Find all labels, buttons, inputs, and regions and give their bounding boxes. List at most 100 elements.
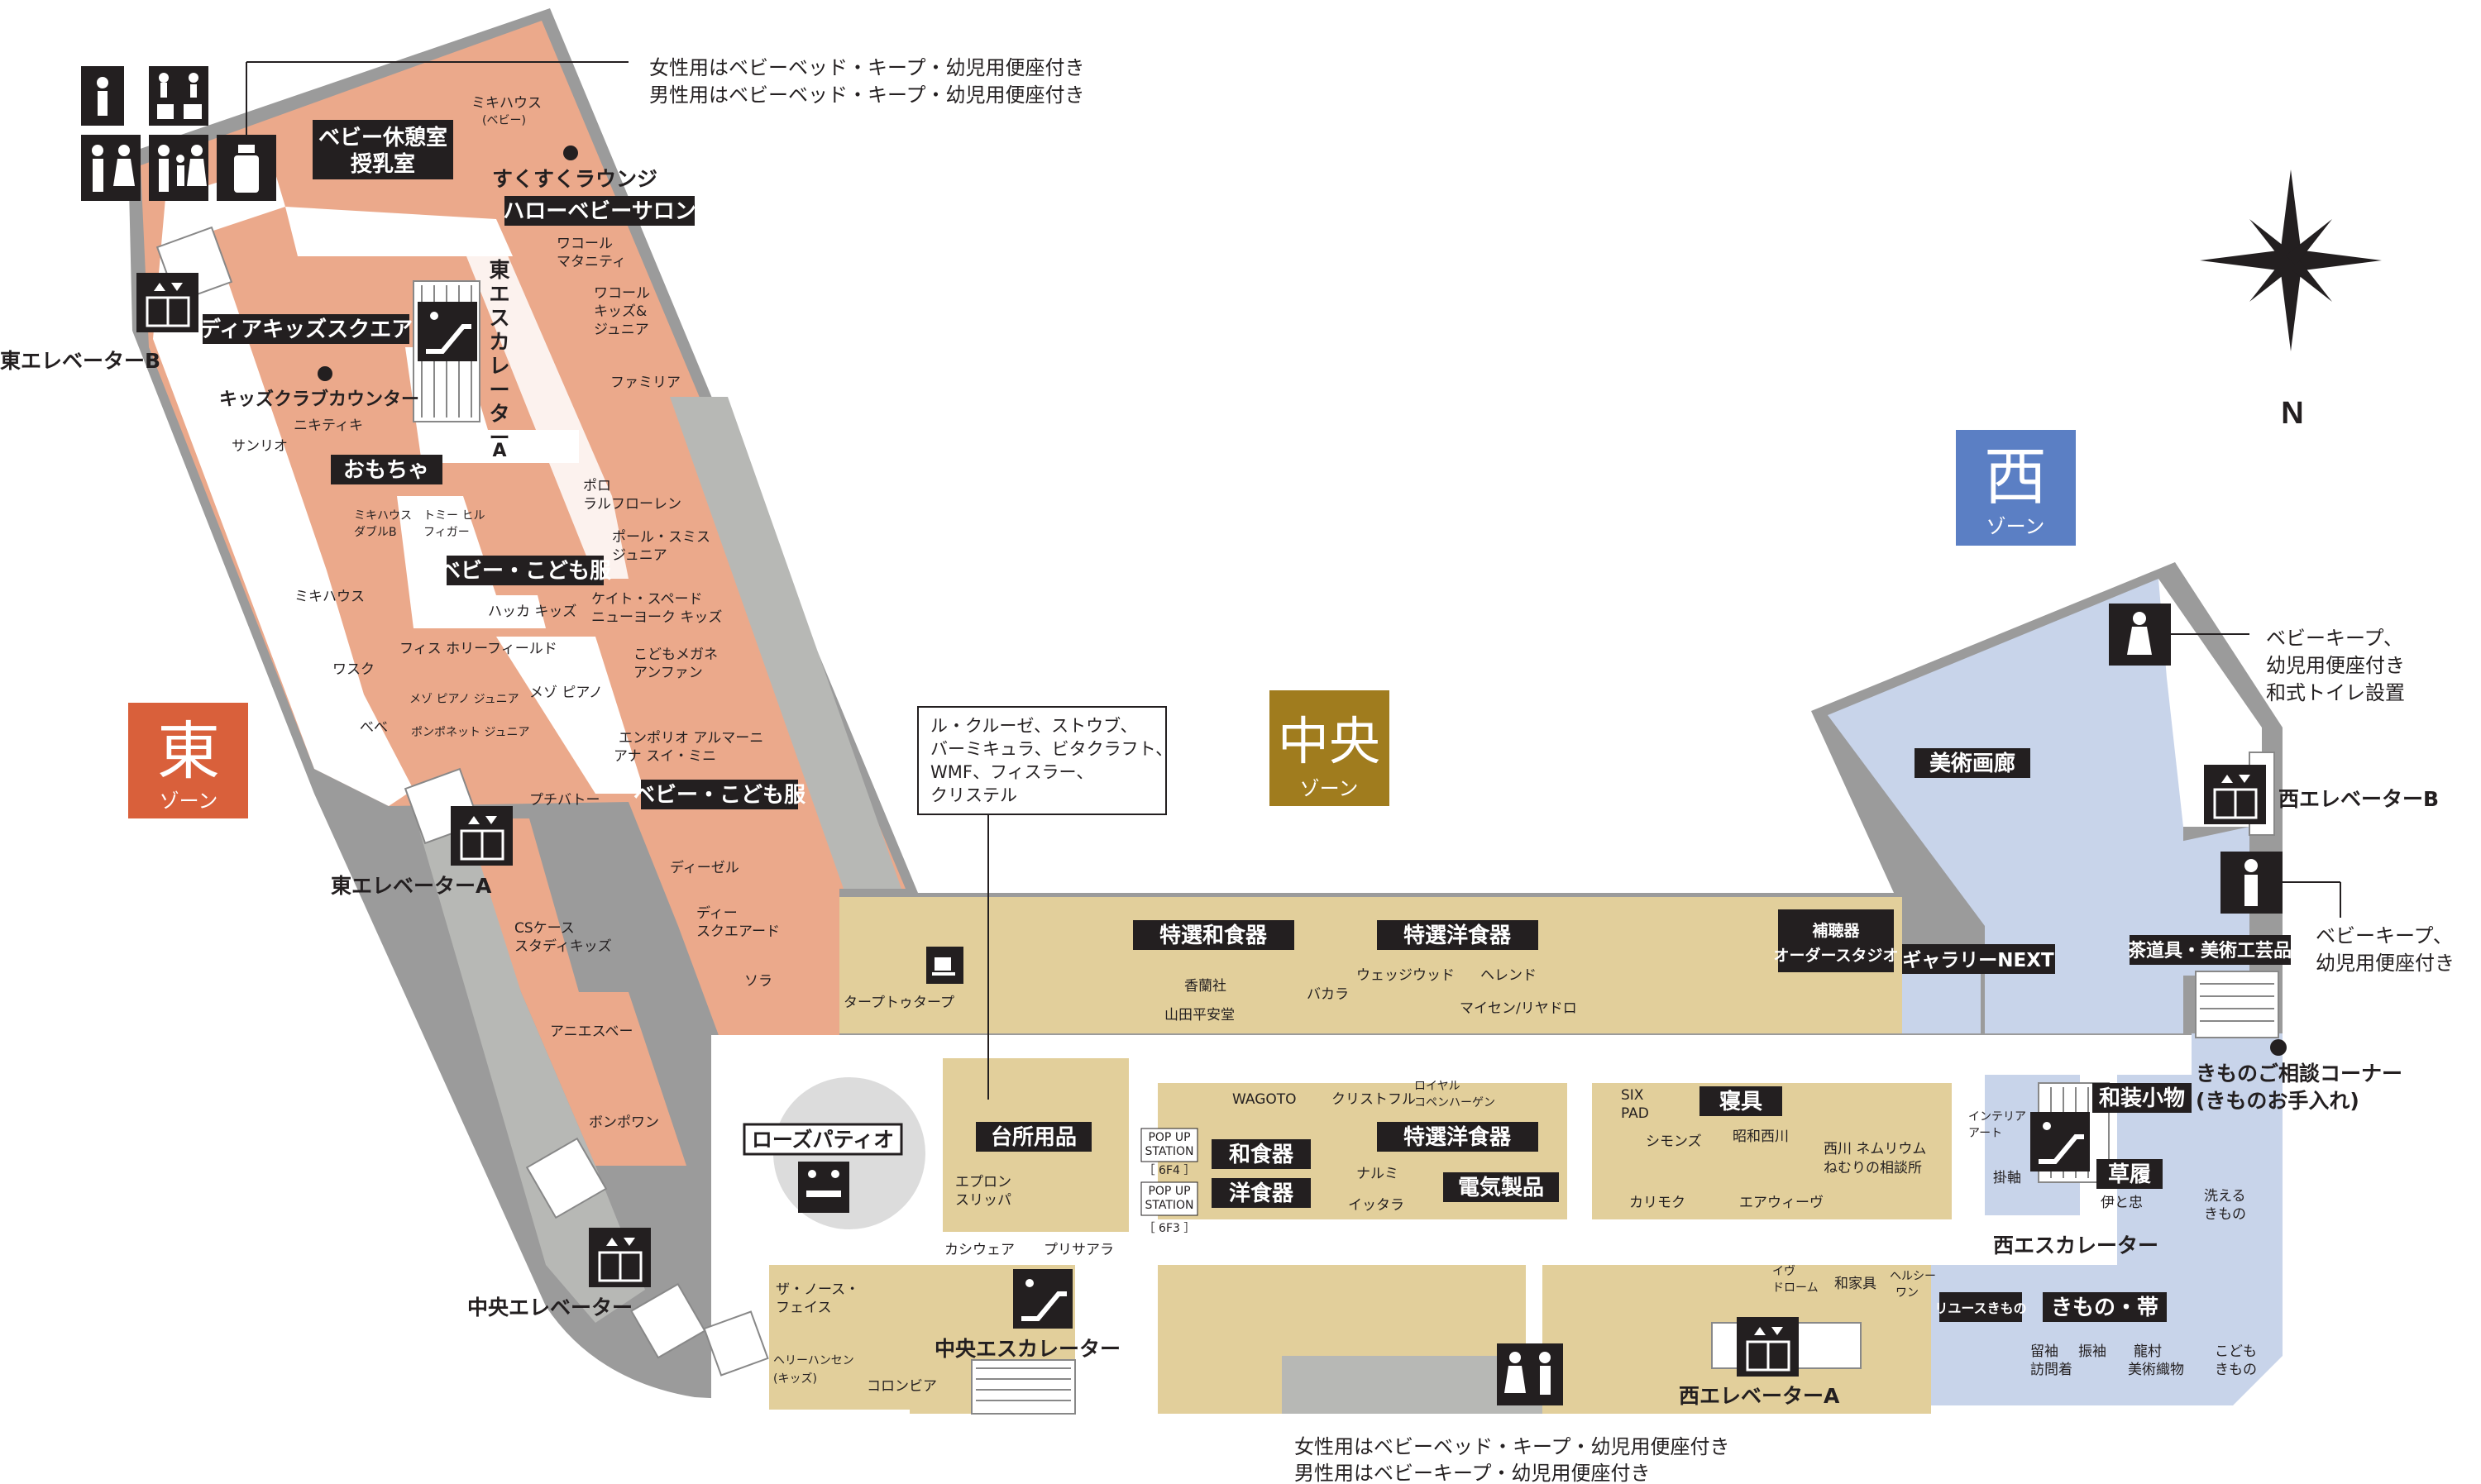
category-special-western-2[interactable]: 特選洋食器 [1377,1122,1538,1152]
female-powder-icon [81,66,124,126]
brand-emporio-1: エンポリオ アルマーニ [619,730,763,747]
category-japanese-ware[interactable]: 和食器 [1212,1139,1311,1169]
category-hearing[interactable]: 補聴器 オーダースタジオ [1773,909,1899,972]
brand-apron-1: エプロン [955,1174,1011,1191]
category-reuse-kimono[interactable]: リユースきもの [1934,1292,2027,1322]
west-male-note-2: 幼児用便座付き [2316,952,2455,975]
brand-labels: ミキハウス (ベビー) ワコール マタニティ ワコール キッズ& ジュニア ファ… [232,95,2257,1395]
category-hello-baby-label: ハローベビーサロン [503,199,696,224]
brand-helly-2: (キッズ) [773,1372,817,1386]
popup-floor-6f4: ［ 6F4 ］ [1144,1164,1196,1177]
category-baby-rest[interactable]: ベビー休憩室 授乳室 [313,120,453,179]
category-special-western-1-label: 特選洋食器 [1403,923,1512,948]
brand-emporio-2: アナ スイ・ミニ [614,748,716,765]
escalator-east-a-char-8: ー [489,426,509,450]
category-zori[interactable]: 草履 [2096,1159,2163,1189]
popup-label-2: STATION [1145,1145,1193,1158]
brand-nishikawa-1: 西川 ネムリウム [1824,1141,1926,1157]
category-art-gallery-label: 美術画廊 [1929,751,2015,776]
category-kitchen[interactable]: 台所用品 [976,1122,1092,1152]
poi-kimono-consult[interactable]: きものご相談コーナー (きものお手入れ) [2196,1039,2402,1113]
brand-showa: 昭和西川 [1733,1129,1789,1145]
escalator-east-a-char-4: カ [489,330,509,354]
brand-herend: ヘレンド [1480,967,1537,984]
brand-royal-1: ロイヤル [1414,1080,1460,1093]
brand-hakka: ハッカ キッズ [488,604,576,620]
brand-wacoal-maternity-1: ワコール [557,236,613,252]
category-dear-kids-label: ディアキッズスクエア [199,317,413,342]
brand-diesel: ディーゼル [670,859,739,876]
baby-bottle-icon [217,135,276,201]
category-baby-rest-line1: ベビー休憩室 [318,125,447,150]
brand-pompon: ポンポネット ジュニア [411,726,529,739]
category-electronics[interactable]: 電気製品 [1443,1172,1559,1202]
category-japanese-ware-label: 和食器 [1229,1142,1294,1167]
category-baby-kids-1-label: ベビー・こども服 [439,559,612,584]
category-special-western-1[interactable]: 特選洋食器 [1377,920,1538,950]
brand-helly-1: ヘリーハンセン [773,1354,854,1367]
brand-familiar: ファミリア [610,375,681,391]
category-baby-kids-2[interactable]: ベビー・こども服 [633,780,806,809]
category-gallery-next[interactable]: ギャラリーNEXT [1902,944,2055,974]
escalator-east-a[interactable]: 東 エ ス カ レ ー タ ー A [418,258,510,461]
category-art-gallery[interactable]: 美術画廊 [1915,748,2030,778]
escalator-center[interactable]: 中央エスカレーター [935,1269,1121,1361]
brand-mikihouse-baby-2: (ベビー) [482,114,526,127]
escalator-west[interactable]: 西エスカレーター [1993,1112,2158,1257]
brand-north-face-2: フェイス [776,1300,832,1316]
elevator-east-b-label: 東エレベーターB [0,349,160,373]
center-zone-name: 中央 [1278,711,1380,771]
escalator-west-label: 西エスカレーター [1993,1233,2158,1257]
elevator-east-b[interactable]: 東エレベーターB [0,273,198,373]
poi-kids-club[interactable]: キッズクラブカウンター [219,366,419,410]
category-toys[interactable]: おもちゃ [331,455,442,484]
brand-kodomo-kimono-2: きもの [2215,1362,2257,1378]
category-baby-kids-1[interactable]: ベビー・こども服 [439,556,612,585]
brand-wask: ワスク [332,661,375,678]
popup-label-1: POP UP [1148,1131,1190,1144]
category-western-ware[interactable]: 洋食器 [1212,1178,1311,1208]
poi-kimono-consult-line2: (きものお手入れ) [2196,1089,2359,1113]
elevator-west-a[interactable]: 西エレベーターA [1679,1317,1840,1408]
brand-healthy-1: ヘルシー [1890,1270,1936,1283]
east-zone-badge: 東 ゾーン [128,703,248,818]
brand-kodomo-megane-1: こどもメガネ [633,647,718,663]
brand-tommy-2: フィガー [423,526,470,539]
category-bedding[interactable]: 寝具 [1699,1086,1782,1116]
brand-interior-1: インテリア [1968,1110,2026,1124]
poi-kids-club-label: キッズクラブカウンター [219,389,419,410]
elevator-icon [2204,765,2266,824]
brand-wakagu: 和家具 [1834,1276,1876,1292]
brand-tomesode-2: 訪問着 [2030,1362,2072,1378]
elevator-east-a[interactable]: 東エレベーターA [331,806,513,898]
brand-kate-2: ニューヨーク キッズ [591,609,722,626]
poi-sukusuku[interactable]: すくすくラウンジ [492,146,657,191]
brand-kodomo-megane-2: アンファン [633,665,703,681]
brand-bebe: べべ [360,719,388,736]
escalator-icon [2030,1112,2090,1171]
category-special-japanese[interactable]: 特選和食器 [1133,920,1294,950]
rose-patio[interactable]: ローズパティオ [743,1123,903,1213]
elevator-center[interactable]: 中央エレベーター [467,1228,651,1319]
elevator-west-b[interactable]: 西エレベーターB [2204,765,2439,824]
brand-ryumura-1: 龍村 [2134,1343,2162,1360]
popup-station-6f3[interactable]: POP UP STATION ［ 6F3 ］ [1140,1181,1198,1235]
brand-ryumura-2: 美術織物 [2128,1362,2184,1378]
brand-interior-2: アート [1968,1127,2002,1140]
category-tea-art[interactable]: 茶道具・美術工芸品 [2128,935,2292,965]
rose-patio-label: ローズパティオ [752,1128,894,1152]
escalator-east-a-char-7: タ [489,402,509,426]
brand-mezzo: メゾ ピアノ [529,685,603,701]
category-hello-baby[interactable]: ハローベビーサロン [503,196,696,226]
brand-christofle: クリストフル [1331,1091,1416,1108]
category-dear-kids[interactable]: ディアキッズスクエア [199,314,413,344]
brand-six-pad-2: PAD [1621,1105,1649,1122]
brand-colombia: コロンビア [867,1378,937,1395]
category-wasou[interactable]: 和装小物 [2092,1083,2192,1113]
category-baby-kids-2-label: ベビー・こども服 [633,783,806,808]
category-kimono-obi[interactable]: きもの・帯 [2043,1292,2167,1322]
category-kimono-obi-label: きもの・帯 [2051,1296,2158,1320]
category-toys-label: おもちゃ [343,458,429,483]
brand-mikihouse-double-1: ミキハウス [354,509,412,523]
popup-station-6f4[interactable]: POP UP STATION ［ 6F4 ］ [1140,1128,1198,1177]
